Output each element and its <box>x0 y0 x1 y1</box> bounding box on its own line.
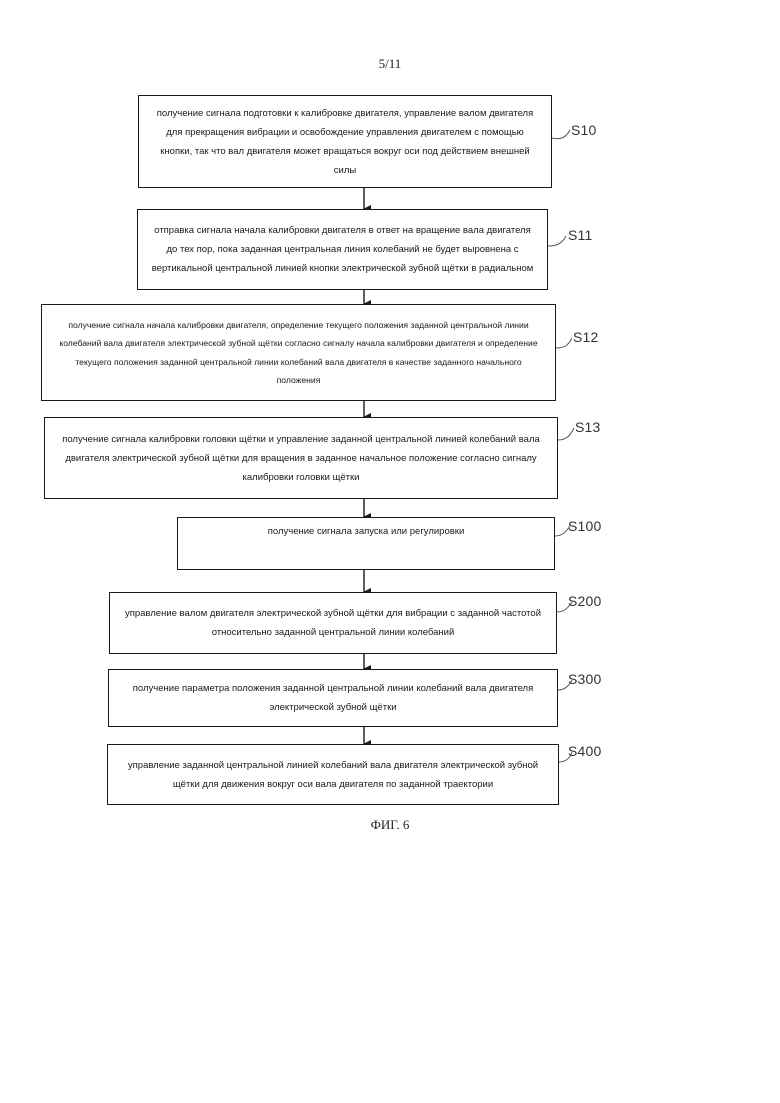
leader-s12 <box>556 338 572 348</box>
step-label-s200: S200 <box>568 593 602 609</box>
step-label-s13: S13 <box>575 419 601 435</box>
step-text: получение параметра положения заданной ц… <box>121 679 545 717</box>
step-box-s200: управление валом двигателя электрической… <box>109 592 557 654</box>
step-box-s100: получение сигнала запуска или регулировк… <box>177 517 555 570</box>
leader-s11 <box>548 236 566 246</box>
step-label-s100: S100 <box>568 518 602 534</box>
step-box-s300: получение параметра положения заданной ц… <box>108 669 558 727</box>
step-box-s400: управление заданной центральной линией к… <box>107 744 559 805</box>
figure-caption: ФИГ. 6 <box>0 817 780 833</box>
step-text: получение сигнала начала калибровки двиг… <box>54 316 543 390</box>
step-box-s13: получение сигнала калибровки головки щёт… <box>44 417 558 499</box>
leader-s10 <box>552 130 570 139</box>
step-label-s10: S10 <box>571 122 597 138</box>
leader-s13 <box>558 428 574 440</box>
step-box-s12: получение сигнала начала калибровки двиг… <box>41 304 556 401</box>
step-text: получение сигнала подготовки к калибровк… <box>151 104 539 180</box>
step-label-s400: S400 <box>568 743 602 759</box>
step-text: управление заданной центральной линией к… <box>120 756 546 794</box>
step-text: получение сигнала запуска или регулировк… <box>268 522 465 541</box>
step-label-s12: S12 <box>573 329 599 345</box>
step-box-s11: отправка сигнала начала калибровки двига… <box>137 209 548 290</box>
step-text: отправка сигнала начала калибровки двига… <box>150 221 535 278</box>
step-box-s10: получение сигнала подготовки к калибровк… <box>138 95 552 188</box>
step-text: получение сигнала калибровки головки щёт… <box>57 430 545 487</box>
step-label-s11: S11 <box>568 227 592 243</box>
step-label-s300: S300 <box>568 671 602 687</box>
step-text: управление валом двигателя электрической… <box>122 604 544 642</box>
